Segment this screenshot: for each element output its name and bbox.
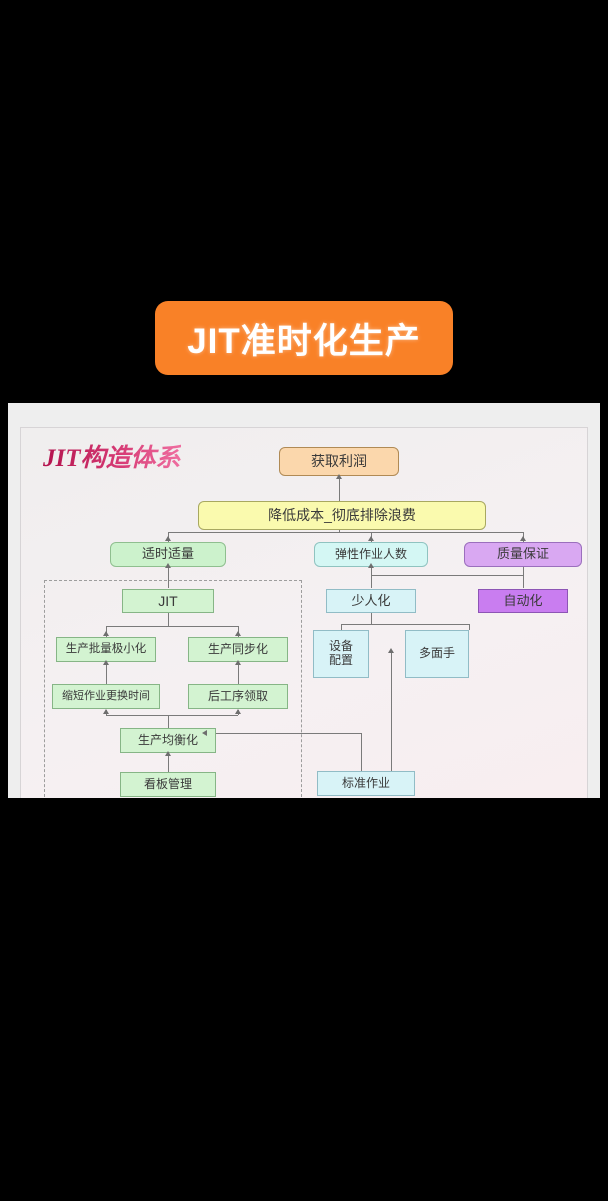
node-fewer-people[interactable]: 少人化 — [326, 589, 416, 613]
node-standard-work[interactable]: 标准作业 — [317, 771, 415, 796]
node-min-lot[interactable]: 生产批量极小化 — [56, 637, 156, 662]
node-level-production-label: 生产均衡化 — [137, 732, 198, 747]
node-automation-label: 自动化 — [503, 592, 543, 608]
arrowhead-standard-to-equipment — [387, 648, 394, 653]
arrowhead-level-to-pull — [234, 709, 241, 714]
node-multi-skilled-label: 多面手 — [418, 646, 455, 661]
connector-distribution-bar — [168, 532, 523, 533]
node-sync-production-label: 生产同步化 — [207, 641, 268, 656]
node-equipment-layout[interactable]: 设备 配置 — [313, 630, 369, 678]
node-right-time-qty-label: 适时适量 — [141, 546, 194, 562]
arrowhead-pull-to-sync — [234, 660, 241, 665]
diagram-canvas: JIT构造体系 — [20, 427, 588, 798]
node-flexible-manpower-label: 弹性作业人数 — [334, 546, 407, 561]
node-kanban[interactable]: 看板管理 — [120, 772, 216, 797]
connector-level-split-bar — [106, 715, 238, 716]
connector-standard-to-equipment — [391, 650, 392, 771]
jit-subsystem-group — [44, 580, 302, 798]
arrowhead-jit-to-right-time — [164, 563, 171, 568]
node-setup-reduction[interactable]: 缩短作业更换时间 — [52, 684, 160, 709]
connector-level-up-stem — [168, 715, 169, 728]
connector-fewer-down-stem — [371, 612, 372, 624]
node-kanban-label: 看板管理 — [143, 776, 192, 791]
connector-automation-left — [371, 575, 523, 576]
arrowhead-kanban-to-level — [164, 751, 171, 756]
arrowhead-bar-to-right-time — [164, 536, 171, 541]
page-title: JIT准时化生产 — [187, 321, 421, 361]
node-quality-assurance-label: 质量保证 — [496, 546, 549, 562]
connector-fewer-to-flexible — [371, 565, 372, 588]
diagram-heading: JIT构造体系 — [43, 438, 181, 474]
node-multi-skilled[interactable]: 多面手 — [405, 630, 469, 678]
node-fewer-people-label: 少人化 — [351, 592, 391, 608]
arrowhead-level-to-setup — [102, 709, 109, 714]
node-automation[interactable]: 自动化 — [478, 589, 568, 613]
node-quality-assurance[interactable]: 质量保证 — [464, 542, 582, 567]
arrowhead-bar-to-quality — [519, 536, 526, 541]
arrowhead-fewer-to-flexible — [367, 563, 374, 568]
node-min-lot-label: 生产批量极小化 — [65, 642, 147, 655]
connector-fewer-split-bar — [341, 624, 469, 625]
title-banner: JIT准时化生产 — [155, 301, 453, 375]
node-cost-reduction-label: 降低成本_彻底排除浪费 — [268, 507, 416, 524]
node-downstream-pull[interactable]: 后工序领取 — [188, 684, 288, 709]
node-jit-label: JIT — [158, 592, 178, 609]
connector-automation-to-quality — [523, 565, 524, 575]
arrowhead-setup-to-min-lot — [102, 660, 109, 665]
arrowhead-cost-to-profit — [335, 474, 342, 479]
arrowhead-standard-to-level — [202, 729, 207, 736]
node-flexible-manpower[interactable]: 弹性作业人数 — [314, 542, 428, 567]
connector-standard-left-up — [361, 733, 362, 771]
connector-setup-to-min-lot — [106, 662, 107, 684]
arrowhead-bar-to-flexible — [367, 536, 374, 541]
node-jit[interactable]: JIT — [122, 589, 214, 613]
diagram-panel: JIT构造体系 — [8, 403, 600, 798]
node-level-production[interactable]: 生产均衡化 — [120, 728, 216, 753]
node-cost-reduction[interactable]: 降低成本_彻底排除浪费 — [198, 501, 486, 530]
node-profit-label: 获取利润 — [311, 453, 367, 470]
node-equipment-layout-label: 设备 配置 — [328, 639, 353, 667]
connector-jit-down-stem — [168, 612, 169, 626]
connector-to-multiskill — [469, 624, 470, 630]
connector-cost-to-profit — [339, 476, 340, 501]
connector-jit-to-right-time — [168, 565, 169, 588]
node-downstream-pull-label: 后工序领取 — [207, 688, 268, 703]
connector-kanban-to-level — [168, 753, 169, 772]
node-setup-reduction-label: 缩短作业更换时间 — [62, 690, 150, 703]
connector-automation-up — [523, 575, 524, 588]
node-profit[interactable]: 获取利润 — [279, 447, 399, 476]
arrowhead-to-sync — [234, 631, 241, 636]
connector-jit-split-bar — [106, 626, 238, 627]
node-sync-production[interactable]: 生产同步化 — [188, 637, 288, 662]
connector-pull-to-sync — [238, 662, 239, 684]
arrowhead-to-min-lot — [102, 631, 109, 636]
connector-to-equipment — [341, 624, 342, 630]
node-standard-work-label: 标准作业 — [341, 775, 390, 790]
connector-standard-to-level — [204, 733, 361, 734]
